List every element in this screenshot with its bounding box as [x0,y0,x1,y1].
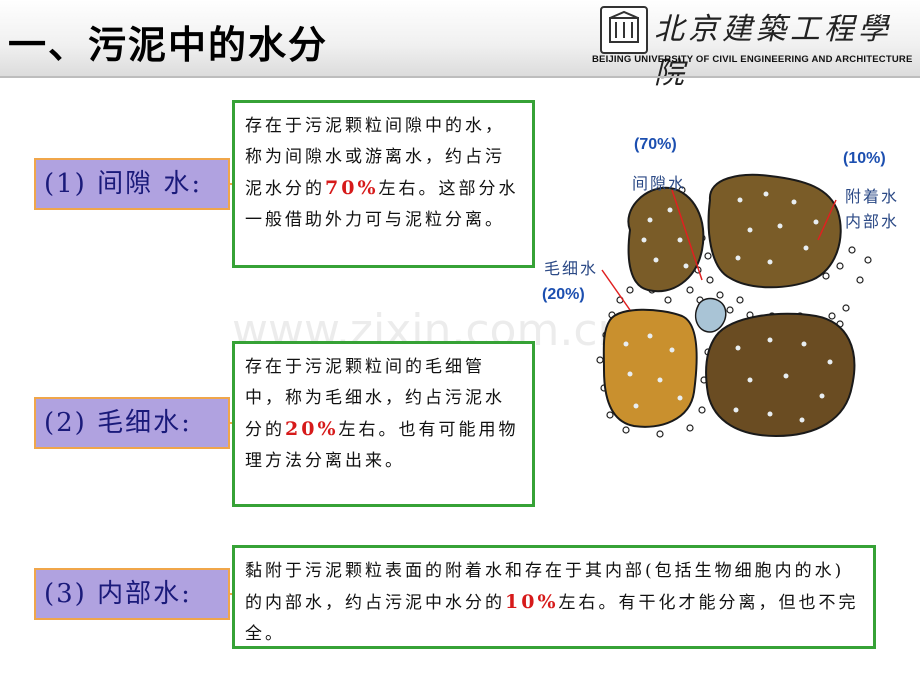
slide-title: 一、污泥中的水分 [8,23,329,67]
text-body: 左右。有干化才能分离，但也不完全。 [245,593,859,644]
pointer-internal [817,199,837,241]
header-divider [0,76,920,78]
text-body: 左右。也有可能用物理方法分离出来。 [245,420,519,471]
percent-highlight: 70% [325,177,379,199]
slide-header: 一、污泥中的水分 北京建築工程學院 BEIJING UNIVERSITY OF … [0,0,920,91]
text-body: 存在于污泥颗粒间隙中的水，称为间隙水或游离水，约占污泥水分的 [245,116,505,199]
university-name-cn: 北京建築工程學院 [654,12,892,91]
percent-capillary: (20%) [542,286,585,303]
text-box-interstitial-water: 存在于污泥颗粒间隙中的水，称为间隙水或游离水，约占污泥水分的70%左右。这部分水… [232,100,535,268]
diagram-label-internal: 内部水 [845,212,900,231]
label-interstitial-water: (1) 间隙 水: [34,158,230,210]
particle-top-right [707,173,842,289]
particle-bottom-right [705,312,856,438]
text-box-capillary-water: 存在于污泥颗粒间的毛细管中，称为毛细水，约占污泥水分的20%左右。也有可能用物理… [232,341,535,507]
label-capillary-water: (2) 毛细水: [34,397,230,449]
university-name-en: BEIJING UNIVERSITY OF CIVIL ENGINEERING … [592,54,913,65]
diagram-label-capillary: 毛细水 [544,259,599,278]
text-body: 左右。这部分水一般借助外力可与泥粒分离。 [245,179,519,230]
percent-internal: (10%) [843,150,886,167]
percent-interstitial: (70%) [634,136,677,153]
text-body: 黏附于污泥颗粒表面的附着水和存在于其内部(包括生物细胞内的水)的内部水，约占污泥… [245,561,845,613]
sludge-particle-diagram [596,173,872,438]
pointer-capillary [601,269,631,311]
pointer-interstitial [671,189,703,281]
text-body: 存在于污泥颗粒间的毛细管中，称为毛细水，约占污泥水分的 [245,357,505,440]
label-internal-water: (3) 内部水: [34,568,230,620]
particle-top-left [627,186,705,293]
percent-highlight: 10% [505,591,559,613]
percent-highlight: 20% [285,418,339,440]
diagram-label-adhesion: 附着水 [845,187,900,206]
capillary-water-droplet [694,297,727,333]
university-seal-icon [600,6,648,54]
diagram-label-interstitial: 间隙水 [632,174,687,193]
text-box-internal-water: 黏附于污泥颗粒表面的附着水和存在于其内部(包括生物细胞内的水)的内部水，约占污泥… [232,545,876,649]
particle-bottom-left [602,308,698,428]
particle-inner-dots [623,191,833,423]
